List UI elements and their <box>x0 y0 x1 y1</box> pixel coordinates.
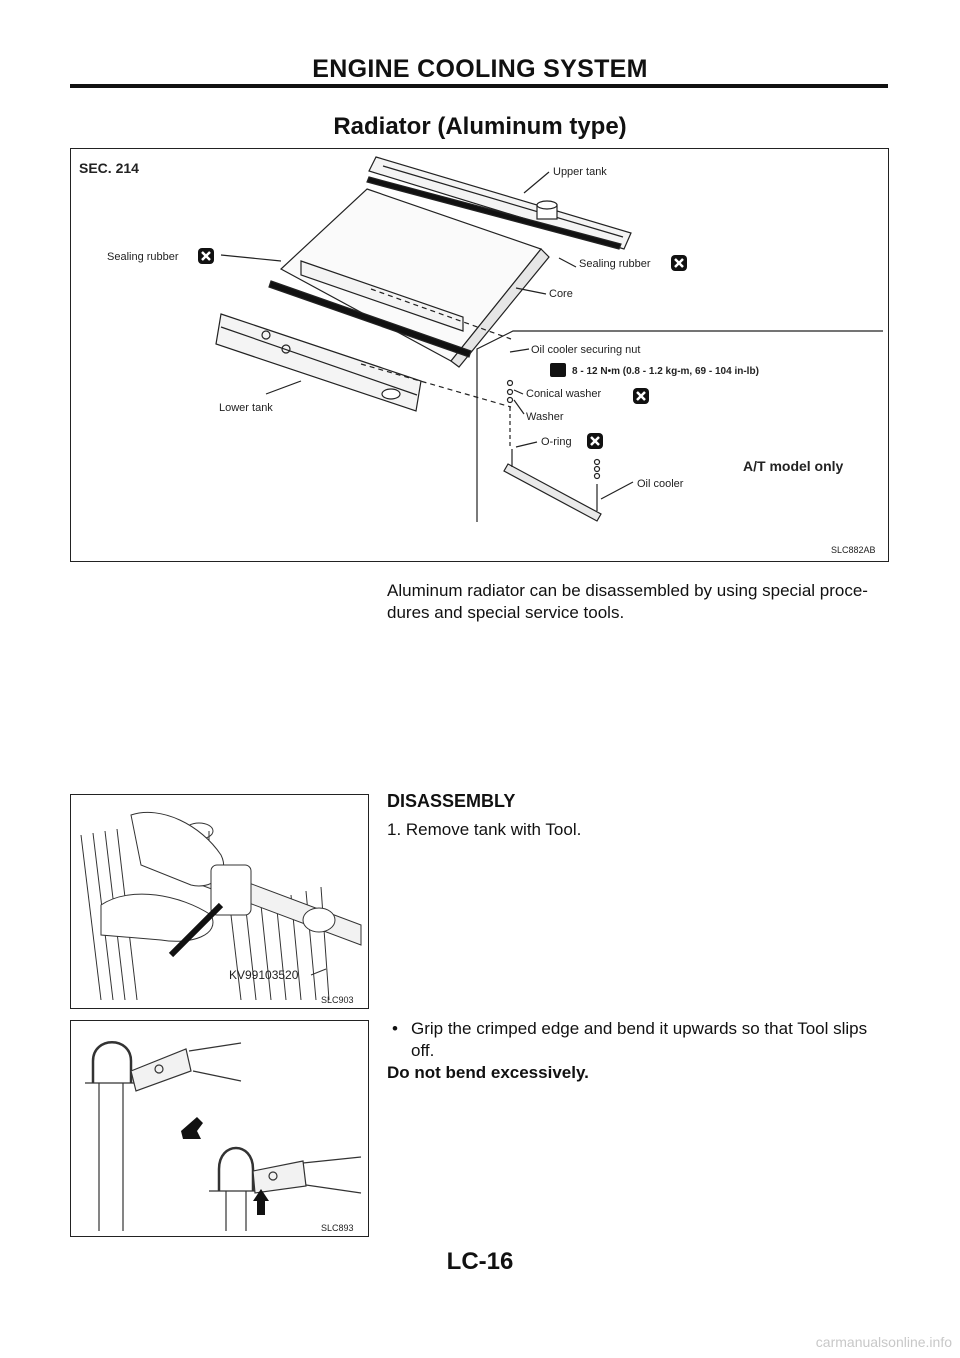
label-oil-cooler-nut: Oil cooler securing nut <box>531 344 640 356</box>
figure1-code: SLC882AB <box>831 545 876 555</box>
radiator-diagram: SEC. 214 Upper tank Sealing rubber Seali… <box>79 156 883 555</box>
label-sealing-rubber-left: Sealing rubber <box>107 251 179 263</box>
label-torque-spec: 8 - 12 N•m (0.8 - 1.2 kg-m, 69 - 104 in-… <box>572 366 759 377</box>
label-at-model-only: A/T model only <box>743 458 844 474</box>
label-washer: Washer <box>526 411 564 423</box>
label-o-ring: O-ring <box>541 436 572 448</box>
grip-edge-figure: SLC893 <box>70 1020 369 1237</box>
grip-edge-illustration: SLC893 <box>85 1041 362 1233</box>
disassembly-heading: DISASSEMBLY <box>387 791 516 811</box>
bullet: • <box>392 1019 398 1038</box>
label-upper-tank: Upper tank <box>553 166 607 178</box>
page-number: LC-16 <box>446 1248 514 1275</box>
intro-line-1: Aluminum radiator can be disassembled by… <box>387 581 868 600</box>
label-conical-washer: Conical washer <box>526 388 602 400</box>
intro-line-2: dures and special service tools. <box>387 603 625 622</box>
grip-line-2: off. <box>411 1041 435 1060</box>
radiator-exploded-figure: SEC. 214 Upper tank Sealing rubber Seali… <box>70 148 889 562</box>
tool-label: KV99103520 <box>229 968 299 982</box>
watermark: carmanualsonline.info <box>815 1334 952 1350</box>
label-oil-cooler: Oil cooler <box>637 478 684 490</box>
remove-tank-illustration: KV99103520 SLC903 <box>80 811 362 1005</box>
step-1-text: 1. Remove tank with Tool. <box>387 820 582 839</box>
header-rule <box>70 84 888 88</box>
grip-instruction: • Grip the crimped edge and bend it upwa… <box>387 1018 892 1062</box>
figure3-code: SLC893 <box>321 1223 354 1233</box>
label-lower-tank: Lower tank <box>219 402 273 414</box>
page-header-title: ENGINE COOLING SYSTEM <box>312 55 648 83</box>
sec-label: SEC. 214 <box>79 160 139 176</box>
remove-tank-figure: KV99103520 SLC903 <box>70 794 369 1009</box>
intro-paragraph: Aluminum radiator can be disassembled by… <box>387 580 892 624</box>
warning-text: Do not bend excessively. <box>387 1063 589 1082</box>
figure2-code: SLC903 <box>321 995 354 1005</box>
label-core: Core <box>549 288 573 300</box>
grip-line-1: Grip the crimped edge and bend it upward… <box>411 1019 868 1038</box>
section-title: Radiator (Aluminum type) <box>333 113 627 140</box>
label-sealing-rubber-right: Sealing rubber <box>579 258 651 270</box>
